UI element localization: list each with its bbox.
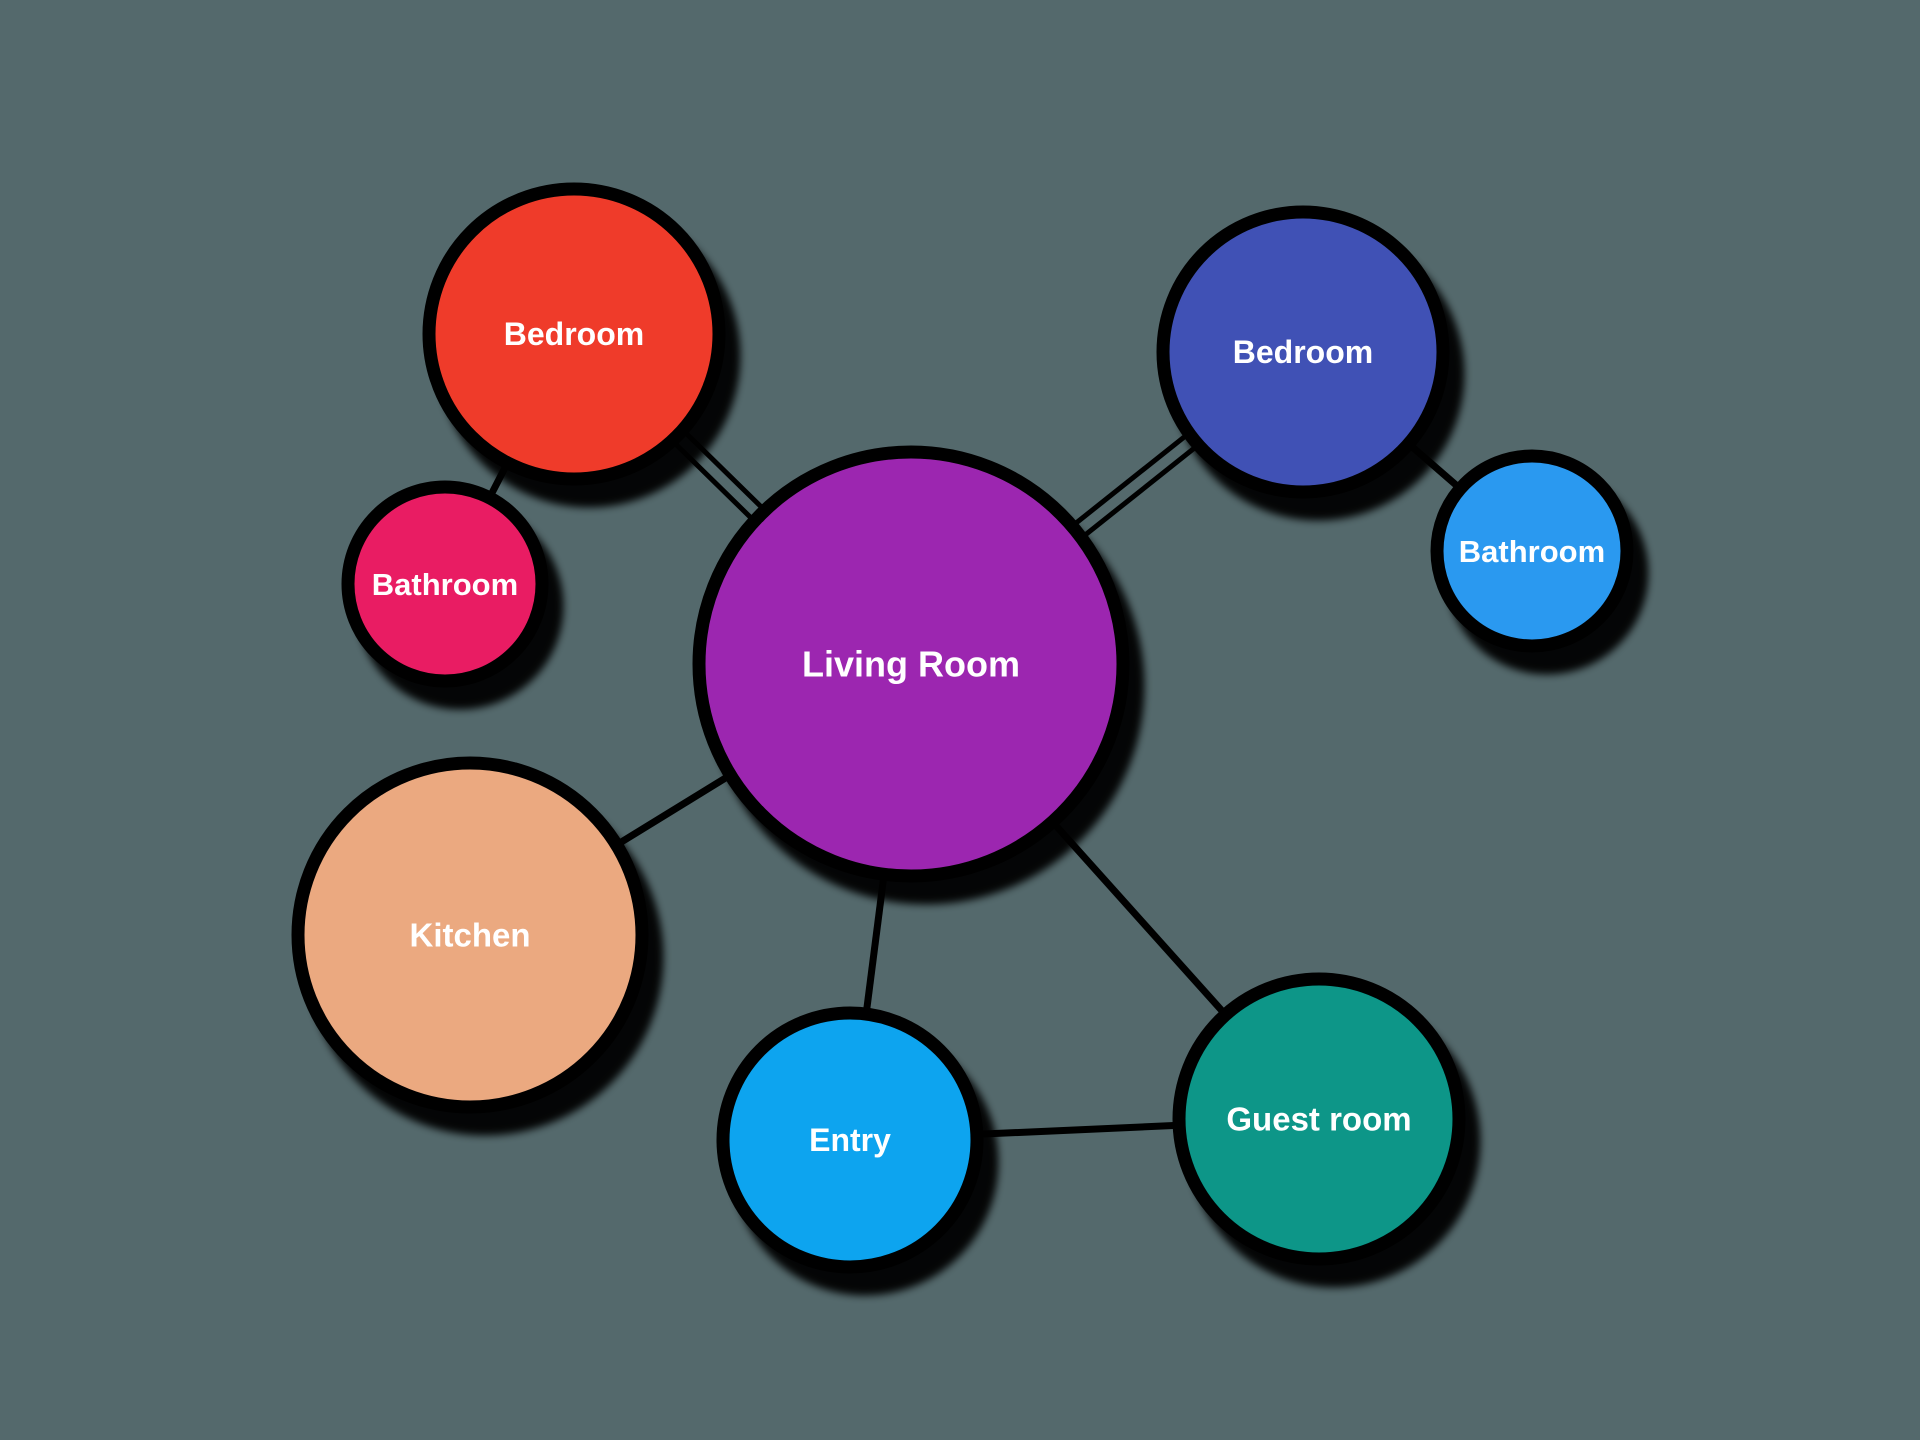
node-kitchen[interactable]: Kitchen xyxy=(291,756,649,1114)
node-entry[interactable]: Entry xyxy=(716,1006,984,1274)
node-bedroom-right[interactable]: Bedroom xyxy=(1156,205,1450,499)
node-circle-entry[interactable] xyxy=(716,1006,984,1274)
node-bathroom-left[interactable]: Bathroom xyxy=(341,480,549,688)
node-circle-bathroom-right[interactable] xyxy=(1430,449,1634,653)
node-circle-kitchen[interactable] xyxy=(291,756,649,1114)
node-guest-room[interactable]: Guest room xyxy=(1172,972,1466,1266)
node-circle-bedroom-left[interactable] xyxy=(422,182,726,486)
node-bathroom-right[interactable]: Bathroom xyxy=(1430,449,1634,653)
node-bedroom-left[interactable]: Bedroom xyxy=(422,182,726,486)
node-circle-bedroom-right[interactable] xyxy=(1156,205,1450,499)
node-circle-living-room[interactable] xyxy=(692,445,1130,883)
node-living-room[interactable]: Living Room xyxy=(692,445,1130,883)
node-circle-bathroom-left[interactable] xyxy=(341,480,549,688)
node-circle-guest-room[interactable] xyxy=(1172,972,1466,1266)
